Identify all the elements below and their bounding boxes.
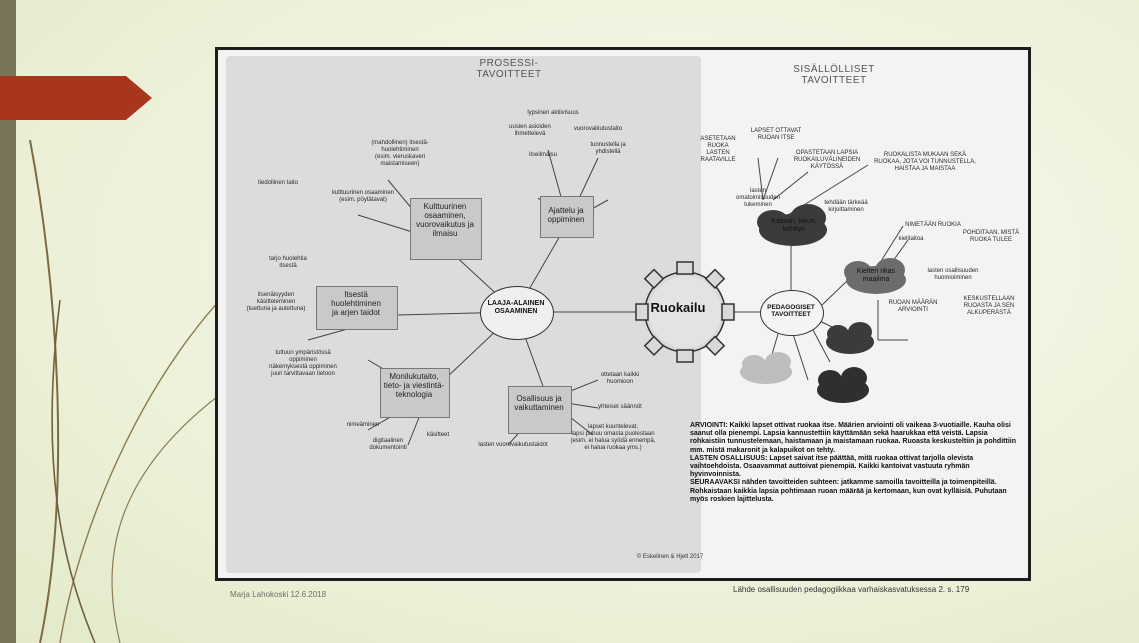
cloud-label-1: Kasvan, liikun, kehityn	[771, 218, 817, 233]
red-arrow-shape	[0, 76, 152, 120]
assessment-text: ARVIOINTI: Kaikki lapset ottivat ruokaa …	[690, 422, 1016, 503]
content-note: RUOKALISTA MUKAAN SEKÄ RUOKAA, JOTA VOI …	[874, 152, 976, 172]
figure-credit: © Eskelinen & Hjelt 2017	[636, 554, 704, 560]
note: digitaalinen dokumentointi	[369, 438, 407, 451]
note: nimeäminen	[346, 422, 380, 428]
piece-thinking-label: Ajattelu ja oppiminen	[547, 206, 585, 224]
puzzle-piece-self-care	[316, 286, 398, 330]
note: lasten vuorovaikutustaidot	[478, 442, 548, 448]
content-note: ASETETAAN RUOKA LASTEN RAATAVILLE	[700, 136, 736, 163]
cloud-light-5	[740, 352, 792, 384]
piece-multiliteracy-label: Monilukutaito, tieto- ja viestintä- tekn…	[383, 372, 445, 399]
decorative-swoosh	[29, 139, 251, 643]
note: itseilmaisu	[528, 152, 557, 158]
content-note: POHDITAAN, MISTÄ RUOKA TULEE	[962, 230, 1020, 243]
cloud-dark-3	[826, 322, 874, 354]
process-goals-area	[226, 56, 701, 573]
piece-culture-label: Kulttuurinen osaaminen, vuorovaikutus ja…	[416, 202, 474, 238]
cloud-label-2: Kielten rikas maailma	[856, 268, 896, 283]
content-note: kielitaitoa	[898, 236, 924, 242]
cloud-mid-2	[844, 258, 906, 294]
piece-participation-label: Osallisuus ja vaikuttaminen	[514, 394, 564, 412]
gear-label: Ruokailu	[650, 300, 706, 315]
cloud-dark-4	[817, 367, 869, 403]
puzzle-piece-participation	[508, 386, 572, 434]
puzzle-piece-thinking	[540, 196, 594, 238]
content-note: OPASTETAAN LAPSIA RUOKAILUVÄLINEIDEN KÄY…	[793, 150, 861, 170]
content-note: lasten omatoimisuuden tukeminen	[735, 188, 781, 208]
pedagogical-ellipse	[760, 290, 824, 336]
hub-ellipse	[480, 286, 554, 340]
content-note: lasten osallisuuden huomioiminen	[927, 268, 979, 281]
note: yhteiset säännöt	[598, 404, 642, 410]
note: itsenäisyyden käsitteleminen (tuettuna j…	[246, 292, 306, 312]
pedagogical-label: PEDAGOGISET TAVOITTEET	[767, 304, 815, 318]
piece-self-care-label: Itsestä huolehtiminen ja arjen taidot	[331, 290, 381, 317]
left-accent-bar	[0, 0, 16, 643]
puzzle-piece-multiliteracy	[380, 368, 450, 418]
note: lapset kuuntelevat, lapsi puhuu omasta p…	[570, 424, 656, 451]
content-goals-header: SISÄLLÖLLISET TAVOITTEET	[793, 64, 875, 86]
hub-label: LAAJA-ALAINEN OSAAMINEN	[487, 300, 545, 315]
content-note: KESKUSTELLAAN RUOASTA JA SEN ALKUPERÄSTÄ	[963, 296, 1015, 316]
note: tiedollinen taito	[257, 180, 299, 186]
note: tunnustella ja yhdistellä	[590, 142, 626, 155]
note: tuttuun ympäristössä oppiminen näkemykse…	[269, 350, 337, 377]
gear-shape	[635, 261, 735, 363]
note: ottetaan kaikki huomioon	[600, 372, 640, 385]
note: vuorovaikutustaito	[573, 126, 623, 132]
process-goals-header: PROSESSI- TAVOITTEET	[476, 58, 542, 80]
content-note: RUOAN MÄÄRÄN ARVIOINTI	[888, 300, 938, 313]
note: käsitteet	[426, 432, 450, 438]
note: uusien asioiden ihmettelevä	[509, 124, 551, 137]
source-citation: Lähde osallisuuden pedagogiikkaa varhais…	[733, 585, 970, 594]
content-note: LAPSET OTTAVAT RUOAN ITSE	[750, 128, 802, 141]
note: tarjo huolehtia itsestä	[269, 256, 307, 269]
figure-photo: PROSESSI- TAVOITTEET SISÄLLÖLLISET TAVOI…	[218, 50, 1028, 578]
note: kulttuurinen osaaminen (esim. pöytätavat…	[331, 190, 395, 203]
puzzle-piece-culture	[410, 198, 482, 260]
content-note: tehdään tärkeää kirjoittaminen	[824, 200, 868, 213]
cloud-dark-1	[757, 204, 827, 246]
content-note: NIMETÄÄN RUOKIA	[905, 222, 961, 228]
note: lypsinen aktiivisuus	[527, 110, 579, 116]
note: (mahdollinen) itsestä- huolehtiminen (es…	[371, 140, 429, 167]
author-date: Marja Lahokoski 12.6.2018	[230, 590, 327, 599]
